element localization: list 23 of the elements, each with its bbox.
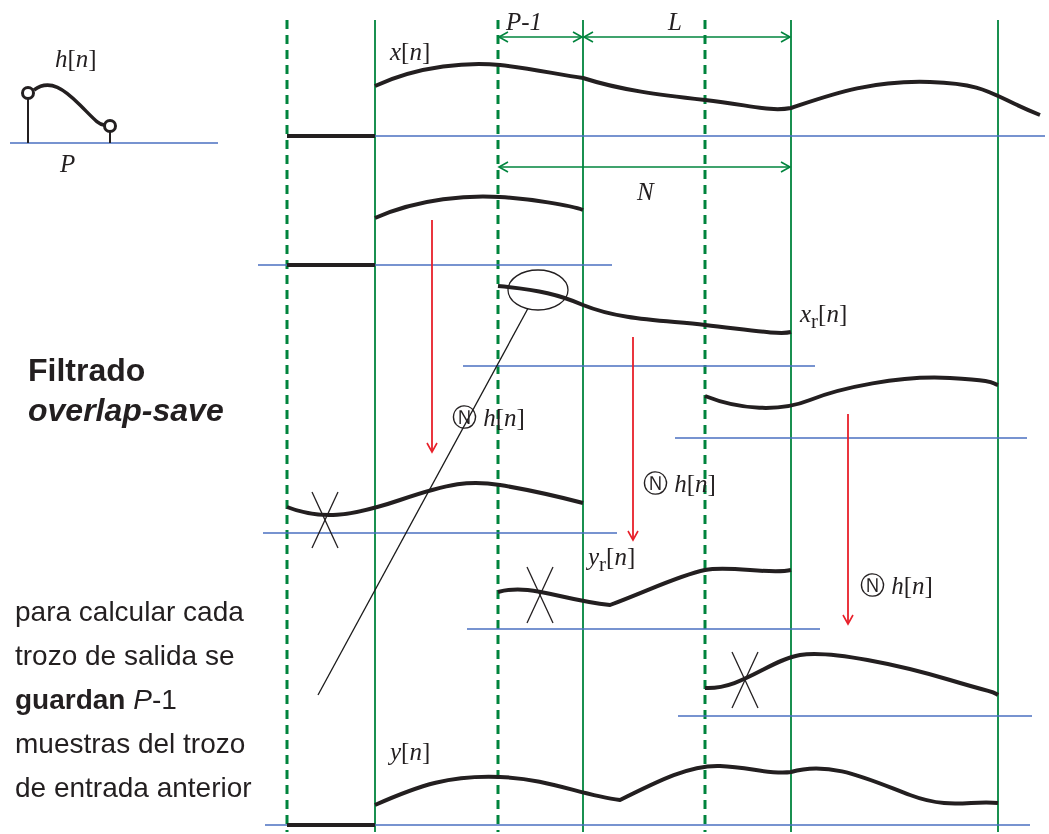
highlight-ellipse <box>507 269 569 311</box>
dimension-label: P-1 <box>506 8 543 36</box>
dimension-label: N <box>637 178 654 206</box>
length-label: P <box>60 150 76 178</box>
signal-segment <box>704 652 1000 697</box>
heading: Filtrado overlap-save <box>28 351 225 430</box>
function-label: h[n] <box>55 45 97 73</box>
annotation-text: para calcular cada trozo de salida se guardan P-1 muestras del trozo de entrada anterior <box>15 590 277 810</box>
signal-segment <box>497 284 792 335</box>
signal-label: x$_{r}$[n] <box>800 300 848 333</box>
signal-segment <box>374 194 584 220</box>
arrow <box>627 336 639 541</box>
edge-label: Ⓝ h[n] <box>643 470 716 498</box>
leader-line <box>317 308 529 696</box>
signal-segment <box>704 375 999 410</box>
edge-label: Ⓝ h[n] <box>860 572 933 600</box>
dimension-label: L <box>668 8 682 36</box>
signal-label: x[n] <box>390 38 431 66</box>
signal-label: y$_{r}$[n] <box>588 543 636 576</box>
signal-label: y[n] <box>390 738 431 766</box>
arrow <box>842 413 854 625</box>
arrow <box>426 219 438 453</box>
signal-segment <box>286 480 584 518</box>
